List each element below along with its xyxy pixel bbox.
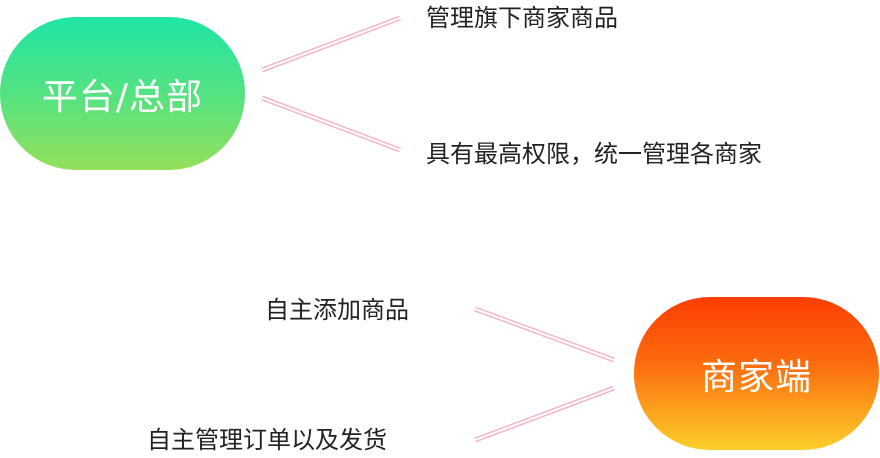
merchant-description-2: 自主管理订单以及发货	[147, 426, 387, 454]
platform-connector-1	[261, 15, 401, 73]
platform-connector-2	[261, 95, 401, 153]
merchant-description-1: 自主添加商品	[265, 296, 409, 324]
merchant-connector-1	[474, 306, 615, 363]
platform-node: 平台/总部	[0, 17, 245, 170]
merchant-node-label: 商家端	[700, 356, 812, 398]
merchant-connector-2	[474, 385, 615, 443]
merchant-node: 商家端	[634, 297, 879, 450]
platform-description-1: 管理旗下商家商品	[426, 4, 618, 32]
platform-description-2: 具有最高权限，统一管理各商家	[426, 140, 762, 168]
platform-node-label: 平台/总部	[41, 76, 204, 118]
